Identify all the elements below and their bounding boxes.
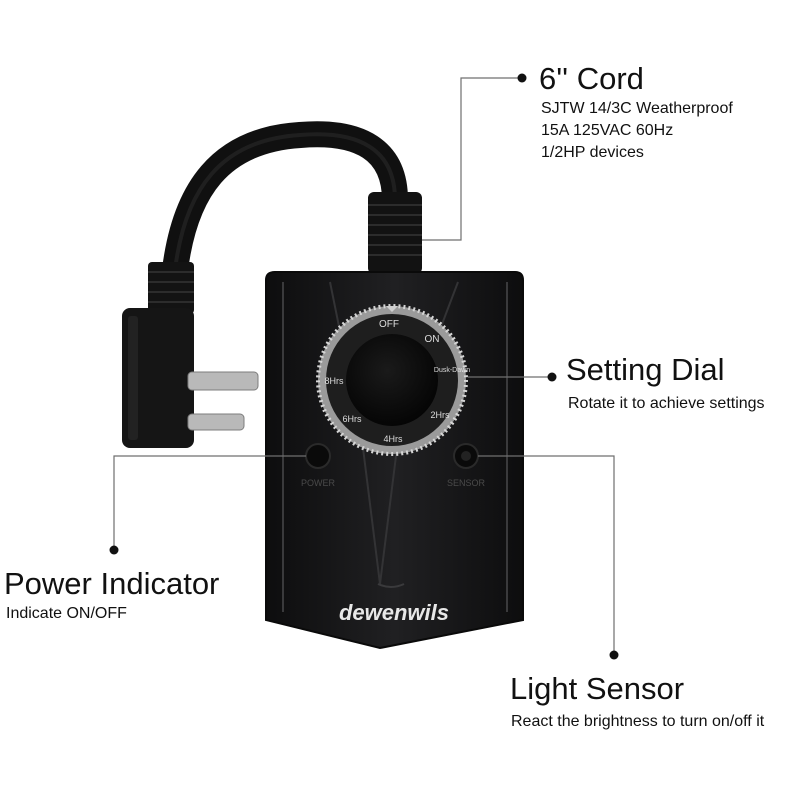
dial-label-on: ON — [425, 334, 440, 345]
dial-label-4hrs: 4Hrs — [383, 434, 403, 444]
power-indicator-title: Power Indicator — [4, 566, 220, 601]
dial-label-off: OFF — [379, 319, 399, 330]
cord-spec-1: SJTW 14/3C Weatherproof — [541, 100, 733, 117]
light-sensor-title: Light Sensor — [510, 671, 685, 706]
dial-label-2hrs: 2Hrs — [430, 410, 450, 420]
power-leader-line — [113, 455, 306, 550]
dial-label-dusk-dawn: Dusk-Dawn — [434, 367, 470, 374]
dial-title: Setting Dial — [566, 352, 725, 387]
strain-relief — [368, 192, 422, 274]
brand-logo: dewenwils — [339, 600, 449, 625]
plug — [122, 262, 259, 448]
leader-lines — [113, 77, 615, 655]
light-sensor-description: React the brightness to turn on/off it — [511, 713, 765, 730]
sensor-leader-line — [478, 455, 615, 655]
cord-spec-3: 1/2HP devices — [541, 144, 644, 161]
power-cord — [162, 121, 408, 283]
cord-leader-line — [422, 77, 522, 241]
dial-label-6hrs: 6Hrs — [342, 414, 362, 424]
sensor-port-label: SENSOR — [447, 478, 486, 488]
leader-dots — [109, 73, 619, 660]
dial-description: Rotate it to achieve settings — [568, 395, 765, 412]
power-port-label: POWER — [301, 478, 336, 488]
cord-title: 6'' Cord — [539, 61, 644, 96]
power-indicator-description: Indicate ON/OFF — [6, 605, 127, 622]
setting-dial[interactable]: OFF ON Dusk-Dawn 2Hrs 4Hrs 6Hrs 8Hrs — [316, 304, 470, 456]
cord-spec-2: 15A 125VAC 60Hz — [541, 122, 674, 139]
dial-label-8hrs: 8Hrs — [324, 376, 344, 386]
